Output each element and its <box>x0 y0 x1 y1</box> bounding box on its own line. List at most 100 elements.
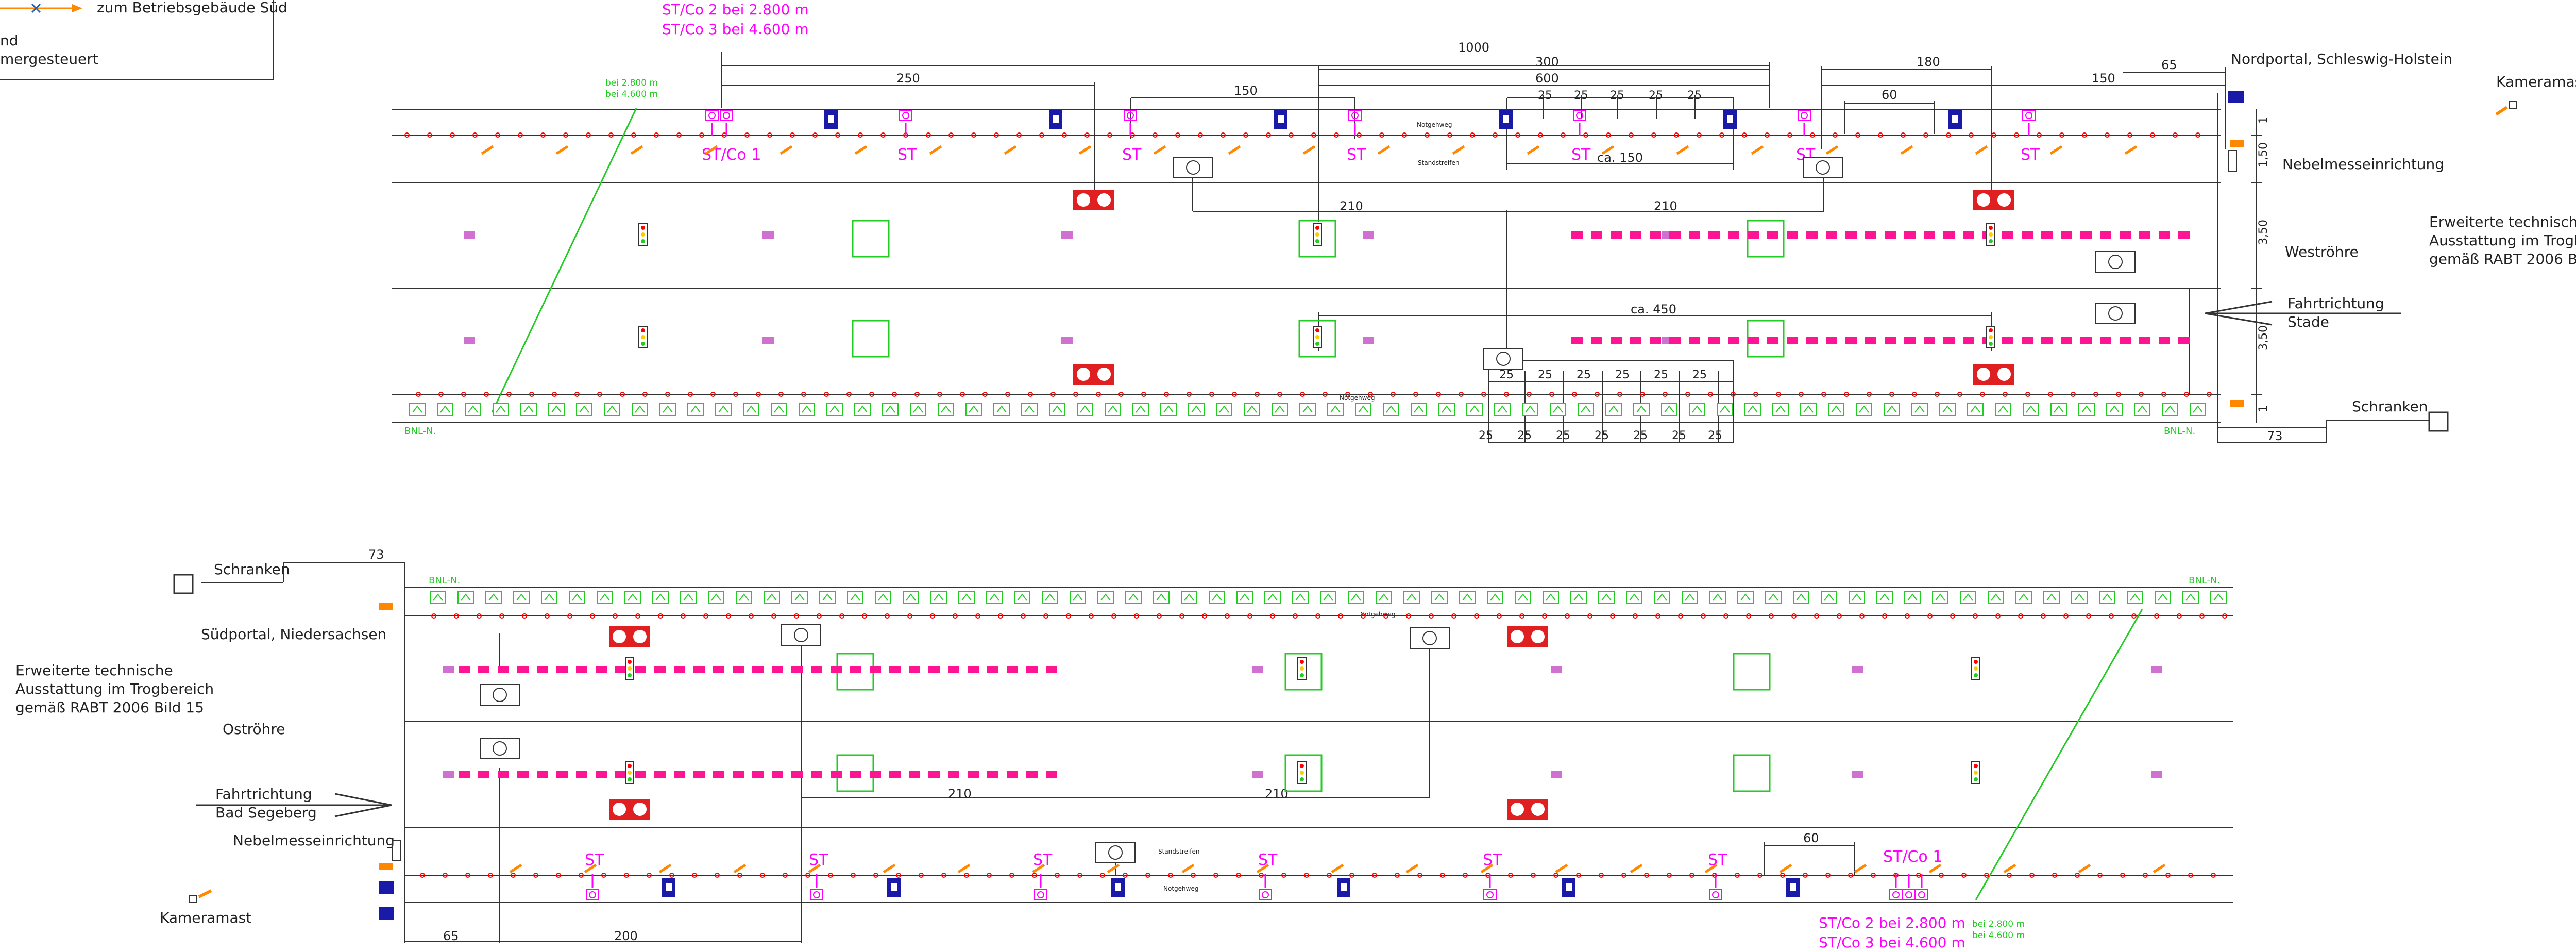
escape-arrow <box>1657 593 1667 601</box>
light-marker <box>495 132 500 138</box>
escape-sign <box>1264 591 1281 604</box>
light-marker <box>846 392 852 397</box>
light-marker <box>1871 873 1876 878</box>
light-band-marker <box>1689 231 1700 239</box>
camera-marker <box>1032 863 1045 874</box>
north-dim-250: 250 <box>896 71 920 86</box>
escape-sign <box>1327 403 1344 416</box>
light-marker <box>1107 132 1112 138</box>
light-band-marker <box>948 771 959 778</box>
camera-marker <box>705 145 718 155</box>
light-marker <box>873 873 878 878</box>
escape-arrow <box>1108 405 1118 413</box>
light-marker <box>574 392 580 397</box>
light-marker <box>1697 132 1702 138</box>
north-dim-25: 25 <box>1556 429 1570 442</box>
light-marker <box>1889 392 1894 397</box>
south-st-note-1: ST/Co 2 bei 2.800 m <box>1819 914 1965 931</box>
light-band-marker <box>1046 771 1057 778</box>
escape-arrow <box>2054 405 2064 413</box>
light-band-marker <box>1363 337 1374 344</box>
north-dim-25: 25 <box>1687 89 1702 102</box>
light-marker <box>1281 873 1286 878</box>
escape-arrow <box>767 593 777 601</box>
south-dim-210: 210 <box>1265 787 1289 801</box>
light-marker <box>529 392 534 397</box>
escape-sign <box>1299 403 1316 416</box>
light-marker <box>1141 392 1146 397</box>
light-marker <box>1814 613 1819 619</box>
north-kameramast-label: Kameramast <box>2496 73 2576 90</box>
light-band-marker <box>1591 231 1602 239</box>
light-band-marker <box>1061 337 1073 344</box>
light-marker <box>2041 613 2046 619</box>
light-band-marker <box>1026 666 1038 673</box>
south-green-note-1: bei 2.800 m <box>1972 919 2025 929</box>
light-marker <box>1685 392 1690 397</box>
north-vdim-1: 1 <box>2257 116 2270 124</box>
light-marker <box>1927 613 1933 619</box>
escape-arrow <box>1191 405 1201 413</box>
signal-lamp-yellow <box>628 771 632 775</box>
light-band-marker <box>537 666 548 673</box>
escape-sign <box>1466 403 1483 416</box>
escape-arrow <box>711 593 721 601</box>
light-marker <box>1825 873 1831 878</box>
escape-arrow <box>996 405 1007 413</box>
escape-arrow <box>1358 405 1368 413</box>
light-band-marker <box>1767 231 1778 239</box>
light-marker <box>506 392 512 397</box>
light-marker <box>964 873 969 878</box>
light-marker <box>590 613 595 619</box>
south-notgehweg-small-label: Notgehweg <box>1360 611 1395 618</box>
light-marker <box>2018 613 2023 619</box>
escape-sign <box>1543 591 1559 604</box>
escape-arrow <box>1045 593 1055 601</box>
escape-arrow <box>2109 405 2120 413</box>
light-band-marker <box>752 771 764 778</box>
light-marker <box>1746 613 1751 619</box>
light-marker <box>1100 873 1105 878</box>
escape-arrow <box>1740 593 1751 601</box>
st-sensor-dot <box>708 112 716 119</box>
signal-lamp-yellow <box>1300 771 1304 775</box>
south-pink-marks <box>443 666 2162 778</box>
north-green-signs <box>409 403 2206 416</box>
south-fans <box>480 624 1450 863</box>
escape-arrow <box>1608 405 1619 413</box>
escape-arrow <box>906 593 916 601</box>
st-sensor-dot <box>1905 891 1912 898</box>
light-band-marker <box>537 771 548 778</box>
light-marker <box>2003 392 2008 397</box>
escape-sign <box>715 403 732 416</box>
light-band-marker <box>1845 337 1857 344</box>
light-marker <box>703 613 708 619</box>
escape-arrow <box>1664 405 1674 413</box>
escape-sign <box>2023 403 2039 416</box>
escape-sign <box>1522 403 1538 416</box>
camera-marker <box>1331 863 1344 874</box>
light-band-marker <box>909 771 920 778</box>
light-marker <box>454 613 459 619</box>
light-marker <box>1191 873 1196 878</box>
light-marker <box>1334 132 1339 138</box>
north-dim-25: 25 <box>1538 369 1552 381</box>
escape-sign <box>1403 591 1420 604</box>
camera-marker <box>2003 863 2016 874</box>
light-marker <box>1062 132 1067 138</box>
escape-arrow <box>2213 593 2224 601</box>
south-tube-label: Oströhre <box>223 721 285 738</box>
light-band-marker <box>713 771 724 778</box>
escape-sign <box>736 591 752 604</box>
light-marker <box>1742 132 1747 138</box>
north-st-label: ST <box>1122 146 1142 164</box>
light-marker <box>1383 613 1388 619</box>
legend-line-3: mergesteuert <box>0 51 98 68</box>
light-marker <box>858 132 863 138</box>
st-sensor-dot <box>1892 891 1900 898</box>
light-band-marker <box>2022 231 2033 239</box>
escape-sign <box>1849 591 1865 604</box>
light-marker <box>511 873 516 878</box>
escape-arrow <box>1685 593 1695 601</box>
escape-sign <box>513 591 530 604</box>
